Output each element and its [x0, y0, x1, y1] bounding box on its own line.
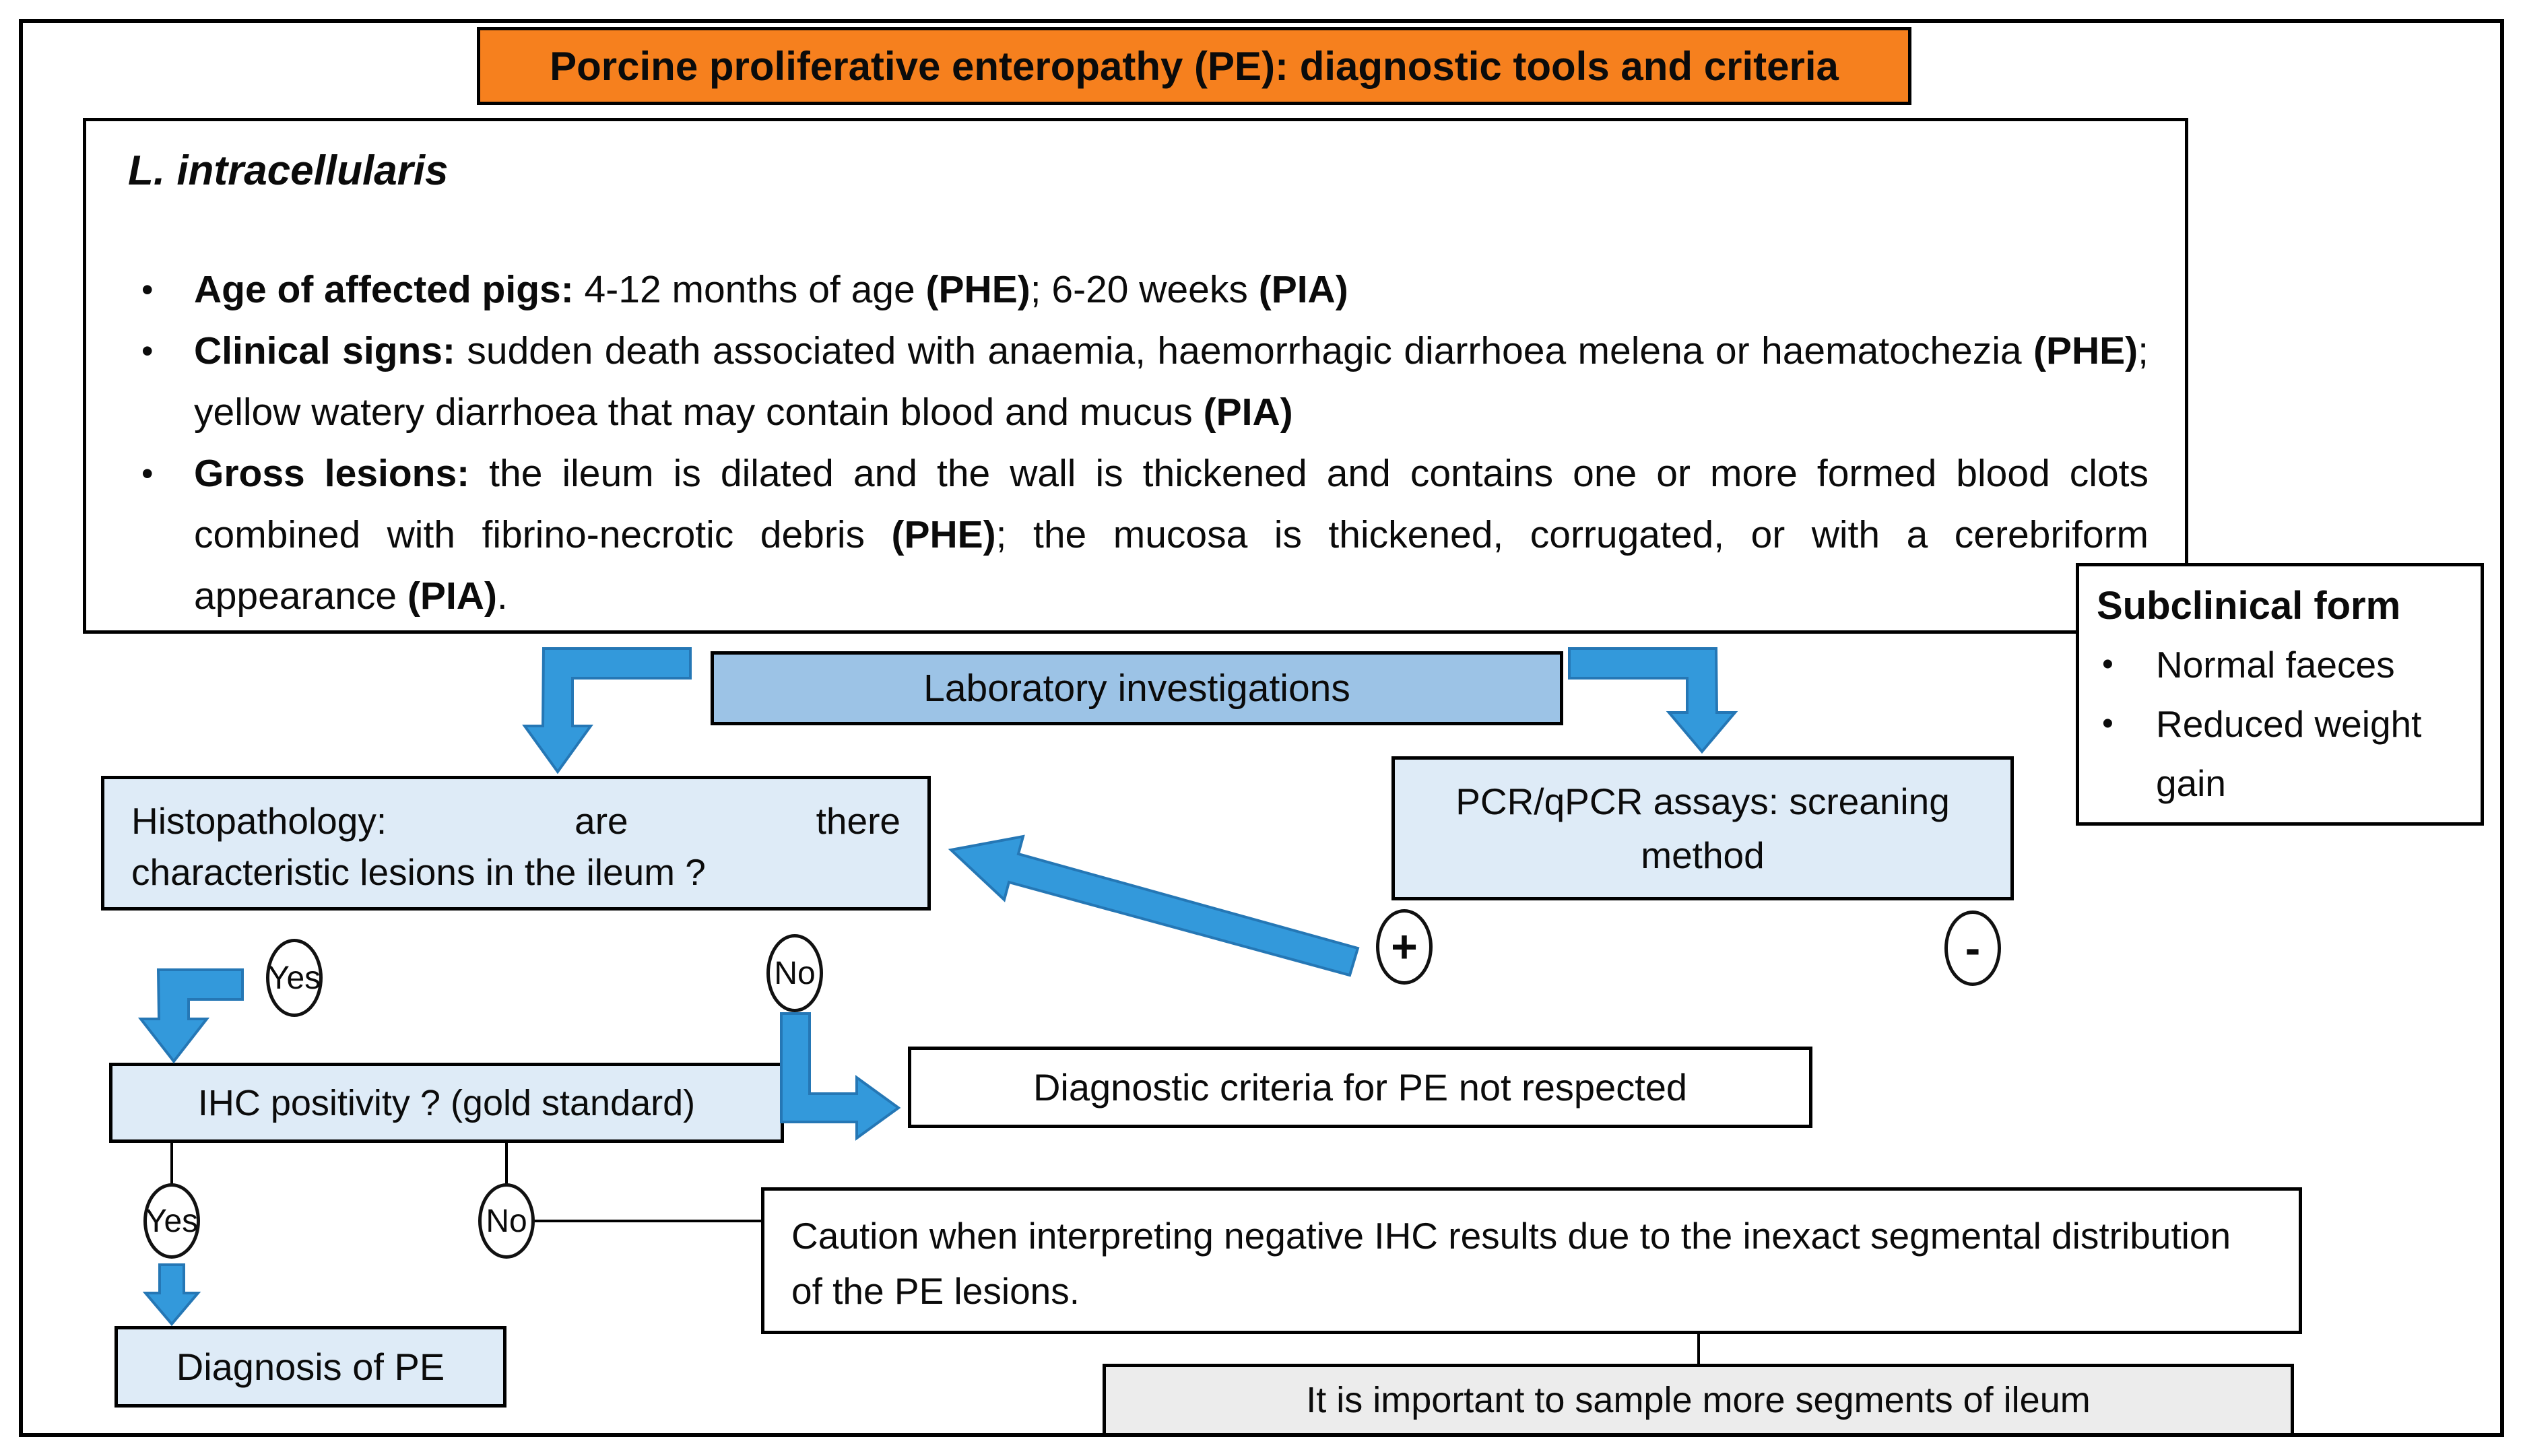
- ihc-yes-label: Yes: [145, 1203, 199, 1239]
- diagnosis-of-pe-box: Diagnosis of PE: [114, 1326, 506, 1408]
- pcr-positive-label: +: [1391, 921, 1418, 972]
- ihc-no-oval: No: [478, 1183, 535, 1259]
- caution-label: Caution when interpreting negative IHC r…: [791, 1215, 2231, 1312]
- list-item: are: [575, 800, 628, 842]
- pathogen-info-box: L. intracellularis Age of affected pigs:…: [83, 118, 2188, 634]
- sample-more-segments-box: It is important to sample more segments …: [1103, 1364, 2294, 1436]
- histology-yes-oval: Yes: [266, 939, 323, 1017]
- subclinical-item-list: Normal faecesReduced weight gain: [2097, 635, 2474, 813]
- histopathology-line2: characteristic lesions in the ileum ?: [131, 851, 706, 893]
- pcr-assays-box: PCR/qPCR assays: screaning method: [1391, 756, 2014, 900]
- list-item: Histopathology:: [131, 800, 387, 842]
- histopathology-box: Histopathology: are there characteristic l…: [101, 776, 931, 911]
- laboratory-investigations-box: Laboratory investigations: [711, 651, 1563, 725]
- list-item: Normal faeces: [2097, 635, 2474, 694]
- histopathology-line1: Histopathology: are there: [131, 795, 900, 847]
- bullet-clinical-signs: Clinical signs: sudden death associated …: [141, 321, 2149, 443]
- sample-more-segments-label: It is important to sample more segments …: [1306, 1380, 2091, 1420]
- diagram-title: Porcine proliferative enteropathy (PE): …: [550, 43, 1839, 89]
- diagram-title-box: Porcine proliferative enteropathy (PE): …: [477, 27, 1911, 105]
- pathogen-bullet-list: Age of affected pigs: 4-12 months of age…: [114, 259, 2153, 627]
- list-item: Reduced weight gain: [2097, 694, 2474, 813]
- ihc-positivity-box: IHC positivity ? (gold standard): [109, 1063, 784, 1143]
- pcr-negative-oval: -: [1944, 911, 2001, 986]
- criteria-not-respected-label: Diagnostic criteria for PE not respected: [1033, 1066, 1688, 1108]
- bullet-gross-lesions: Gross lesions: the ileum is dilated and …: [141, 443, 2149, 627]
- subclinical-heading: Subclinical form: [2097, 584, 2401, 628]
- laboratory-investigations-label: Laboratory investigations: [923, 667, 1350, 710]
- ihc-yes-oval: Yes: [143, 1183, 200, 1259]
- pathogen-name: L. intracellularis: [128, 147, 449, 194]
- ihc-positivity-label: IHC positivity ? (gold standard): [197, 1082, 696, 1123]
- diagnosis-of-pe-label: Diagnosis of PE: [176, 1346, 445, 1388]
- pcr-negative-label: -: [1965, 923, 1981, 974]
- histology-yes-label: Yes: [267, 960, 321, 996]
- pcr-positive-oval: +: [1376, 909, 1433, 985]
- subclinical-form-box: Subclinical form Normal faecesReduced we…: [2076, 563, 2484, 826]
- list-item: there: [816, 800, 900, 842]
- histology-no-label: No: [774, 955, 816, 991]
- caution-box: Caution when interpreting negative IHC r…: [761, 1187, 2302, 1334]
- bullet-age: Age of affected pigs: 4-12 months of age…: [141, 259, 2149, 321]
- histology-no-oval: No: [766, 934, 823, 1012]
- ihc-no-label: No: [486, 1203, 527, 1239]
- criteria-not-respected-box: Diagnostic criteria for PE not respected: [908, 1047, 1812, 1128]
- pcr-assays-label: PCR/qPCR assays: screaning method: [1455, 781, 1950, 876]
